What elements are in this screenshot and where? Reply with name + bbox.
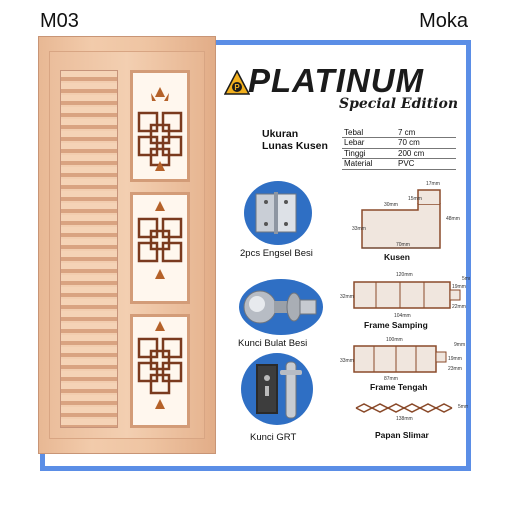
glass-panel-middle [130,192,190,304]
frame-tengah-dim: 33mm [340,358,354,364]
profile-label-papan-slimar: Papan Slimar [375,430,429,440]
accessory-label: Kunci GRT [250,432,297,443]
frame-samping-dim: 19mm [452,284,466,290]
papan-slimar-dim: 138mm [396,416,413,422]
glass-panel-top [130,70,190,182]
hinge-icon [244,181,312,245]
frame-samping-dim: 104mm [394,313,411,319]
spec-key: Material [342,158,396,170]
spec-value: 200 cm [396,148,456,159]
kusen-dim: 33mm [352,226,366,232]
kusen-dim: 70mm [396,242,410,248]
brand-subtitle: Special Edition [339,96,458,112]
door-inner-panel [49,51,205,439]
profile-label-frame-tengah: Frame Tengah [370,382,428,392]
frame-samping-dim: 5mm [462,276,470,282]
spec-key: Tebal [342,127,396,138]
brand-badge-icon: P [224,70,250,95]
frame-tengah-profile-drawing: 100mm 33mm 87mm 23mm 19mm 9mm [340,337,465,382]
profile-label-kusen: Kusen [384,252,410,262]
kusen-dim: 15mm [408,196,422,202]
glass-panel-bottom [130,314,190,428]
accessory-hinge: 2pcs Engsel Besi [240,180,314,259]
door-knob-icon [239,279,323,335]
door-louver [60,70,118,428]
accessory-knob-lock: Kunci Bulat Besi [238,278,324,349]
spec-value: 70 cm [396,137,456,149]
frame-tengah-dim: 23mm [448,366,462,372]
frame-tengah-dim: 9mm [454,342,465,348]
spec-value: PVC [396,158,456,170]
spec-heading-line2: Lunas Kusen [262,140,328,152]
frame-tengah-dim: 19mm [448,356,462,362]
brand-title: PLATINUM [248,62,425,99]
accessory-label: 2pcs Engsel Besi [240,248,313,259]
mortise-lock-icon [241,353,313,425]
kusen-dim: 17mm [426,181,440,187]
profile-label-frame-samping: Frame Samping [364,320,428,330]
spec-heading-line1: Ukuran [262,128,299,140]
color-name: Moka [419,10,468,32]
brand-logo: P PLATINUM Special Edition [224,62,464,124]
accessory-label: Kunci Bulat Besi [238,338,308,349]
papan-slimar-profile-drawing: 138mm 5mm [355,403,468,422]
kusen-dim: 30mm [384,202,398,208]
frame-samping-dim: 32mm [340,294,354,300]
door-image [38,36,216,454]
accessory-grt-lock: Kunci GRT [240,352,314,443]
spec-heading: Ukuran Lunas Kusen [262,128,328,152]
frame-samping-dim: 120mm [396,272,413,278]
papan-slimar-dim: 5mm [458,404,468,410]
kusen-profile-drawing: 17mm 30mm 15mm 48mm 33mm 70mm [352,181,460,249]
frame-tengah-dim: 100mm [386,337,403,343]
model-code: M03 [40,10,79,32]
spec-key: Lebar [342,137,396,149]
kusen-dim: 48mm [446,216,460,222]
frame-samping-dim: 22mm [452,304,466,310]
brand-badge-letter: P [234,83,240,92]
frame-samping-profile-drawing: 120mm 32mm 104mm 22mm 19mm 5mm [340,272,470,319]
spec-key: Tinggi [342,148,396,159]
spec-value: 7 cm [396,127,456,138]
frame-tengah-dim: 87mm [384,376,398,382]
